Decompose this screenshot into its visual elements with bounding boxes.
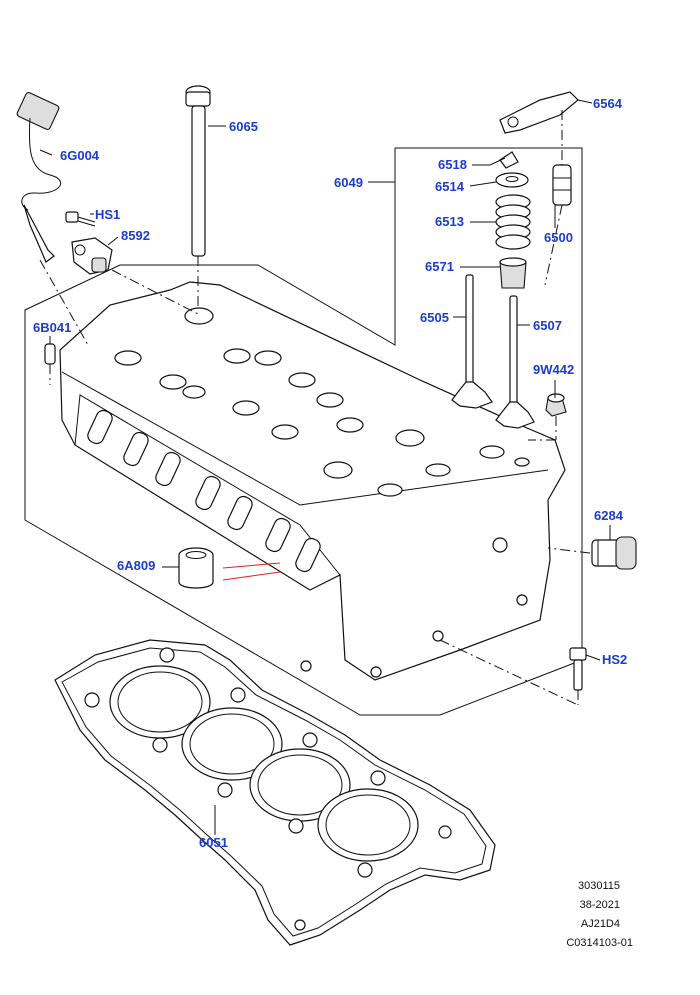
callout-hs1[interactable]: HS1 <box>95 207 121 222</box>
leader-lines <box>39 99 611 835</box>
assembly-outline <box>24 147 583 716</box>
callout-6g004[interactable]: 6G004 <box>60 148 100 163</box>
camshaft-sensor-8592[interactable] <box>71 237 113 275</box>
reference-lines <box>222 562 281 581</box>
callout-6b041[interactable]: 6B041 <box>33 320 72 335</box>
callout-6513[interactable]: 6513 <box>435 214 464 229</box>
alignment-lines <box>39 110 591 706</box>
callout-6571[interactable]: 6571 <box>425 259 454 274</box>
gasket-bolt-holes <box>84 647 452 931</box>
bush-6a809[interactable] <box>178 547 214 589</box>
callout-6518[interactable]: 6518 <box>438 157 467 172</box>
callout-6564[interactable]: 6564 <box>593 96 622 111</box>
valve-stem-seal[interactable] <box>499 257 527 289</box>
callout-6507[interactable]: 6507 <box>533 318 562 333</box>
valve-collets[interactable] <box>499 151 519 169</box>
callout-6065[interactable]: 6065 <box>229 119 258 134</box>
exhaust-valve[interactable] <box>495 295 535 429</box>
callout-6049[interactable]: 6049 <box>334 175 363 190</box>
ref-line-4: C0314103-01 <box>566 937 633 949</box>
callout-hs2[interactable]: HS2 <box>602 652 628 667</box>
cam-journal-bosses <box>114 307 530 497</box>
oil-control-6284[interactable] <box>591 536 637 570</box>
callout-6500[interactable]: 6500 <box>544 230 573 245</box>
callout-6505[interactable]: 6505 <box>420 310 449 325</box>
spring-retainer[interactable] <box>495 172 529 188</box>
cylinder-head-gasket[interactable] <box>54 639 496 946</box>
callout-6514[interactable]: 6514 <box>435 179 464 194</box>
callout-6a809[interactable]: 6A809 <box>117 558 156 573</box>
head-bolt-6065[interactable] <box>185 85 211 257</box>
callout-6051[interactable]: 6051 <box>199 835 228 850</box>
intake-valve[interactable] <box>451 274 493 409</box>
plug-9w442[interactable] <box>545 393 567 417</box>
bolt-hs1[interactable] <box>65 211 96 227</box>
temperature-sensor-harness[interactable] <box>16 92 62 263</box>
dowel-6b041[interactable] <box>44 343 56 365</box>
flange-holes <box>300 537 528 678</box>
cylinder-head[interactable] <box>59 281 566 681</box>
callout-8592[interactable]: 8592 <box>121 228 150 243</box>
hydraulic-lash-adjuster[interactable] <box>552 164 572 206</box>
valve-spring[interactable] <box>495 194 531 250</box>
bolt-hs2[interactable] <box>569 647 587 691</box>
port-openings <box>87 409 321 573</box>
ref-line-2: 38-2021 <box>579 899 620 911</box>
ref-line-3: AJ21D4 <box>580 918 620 930</box>
ref-line-1: 3030115 <box>577 880 620 892</box>
gasket-bores <box>109 665 419 862</box>
callout-9w442[interactable]: 9W442 <box>533 362 575 377</box>
roller-rocker-arm[interactable] <box>499 91 579 134</box>
callout-6284[interactable]: 6284 <box>594 508 623 523</box>
